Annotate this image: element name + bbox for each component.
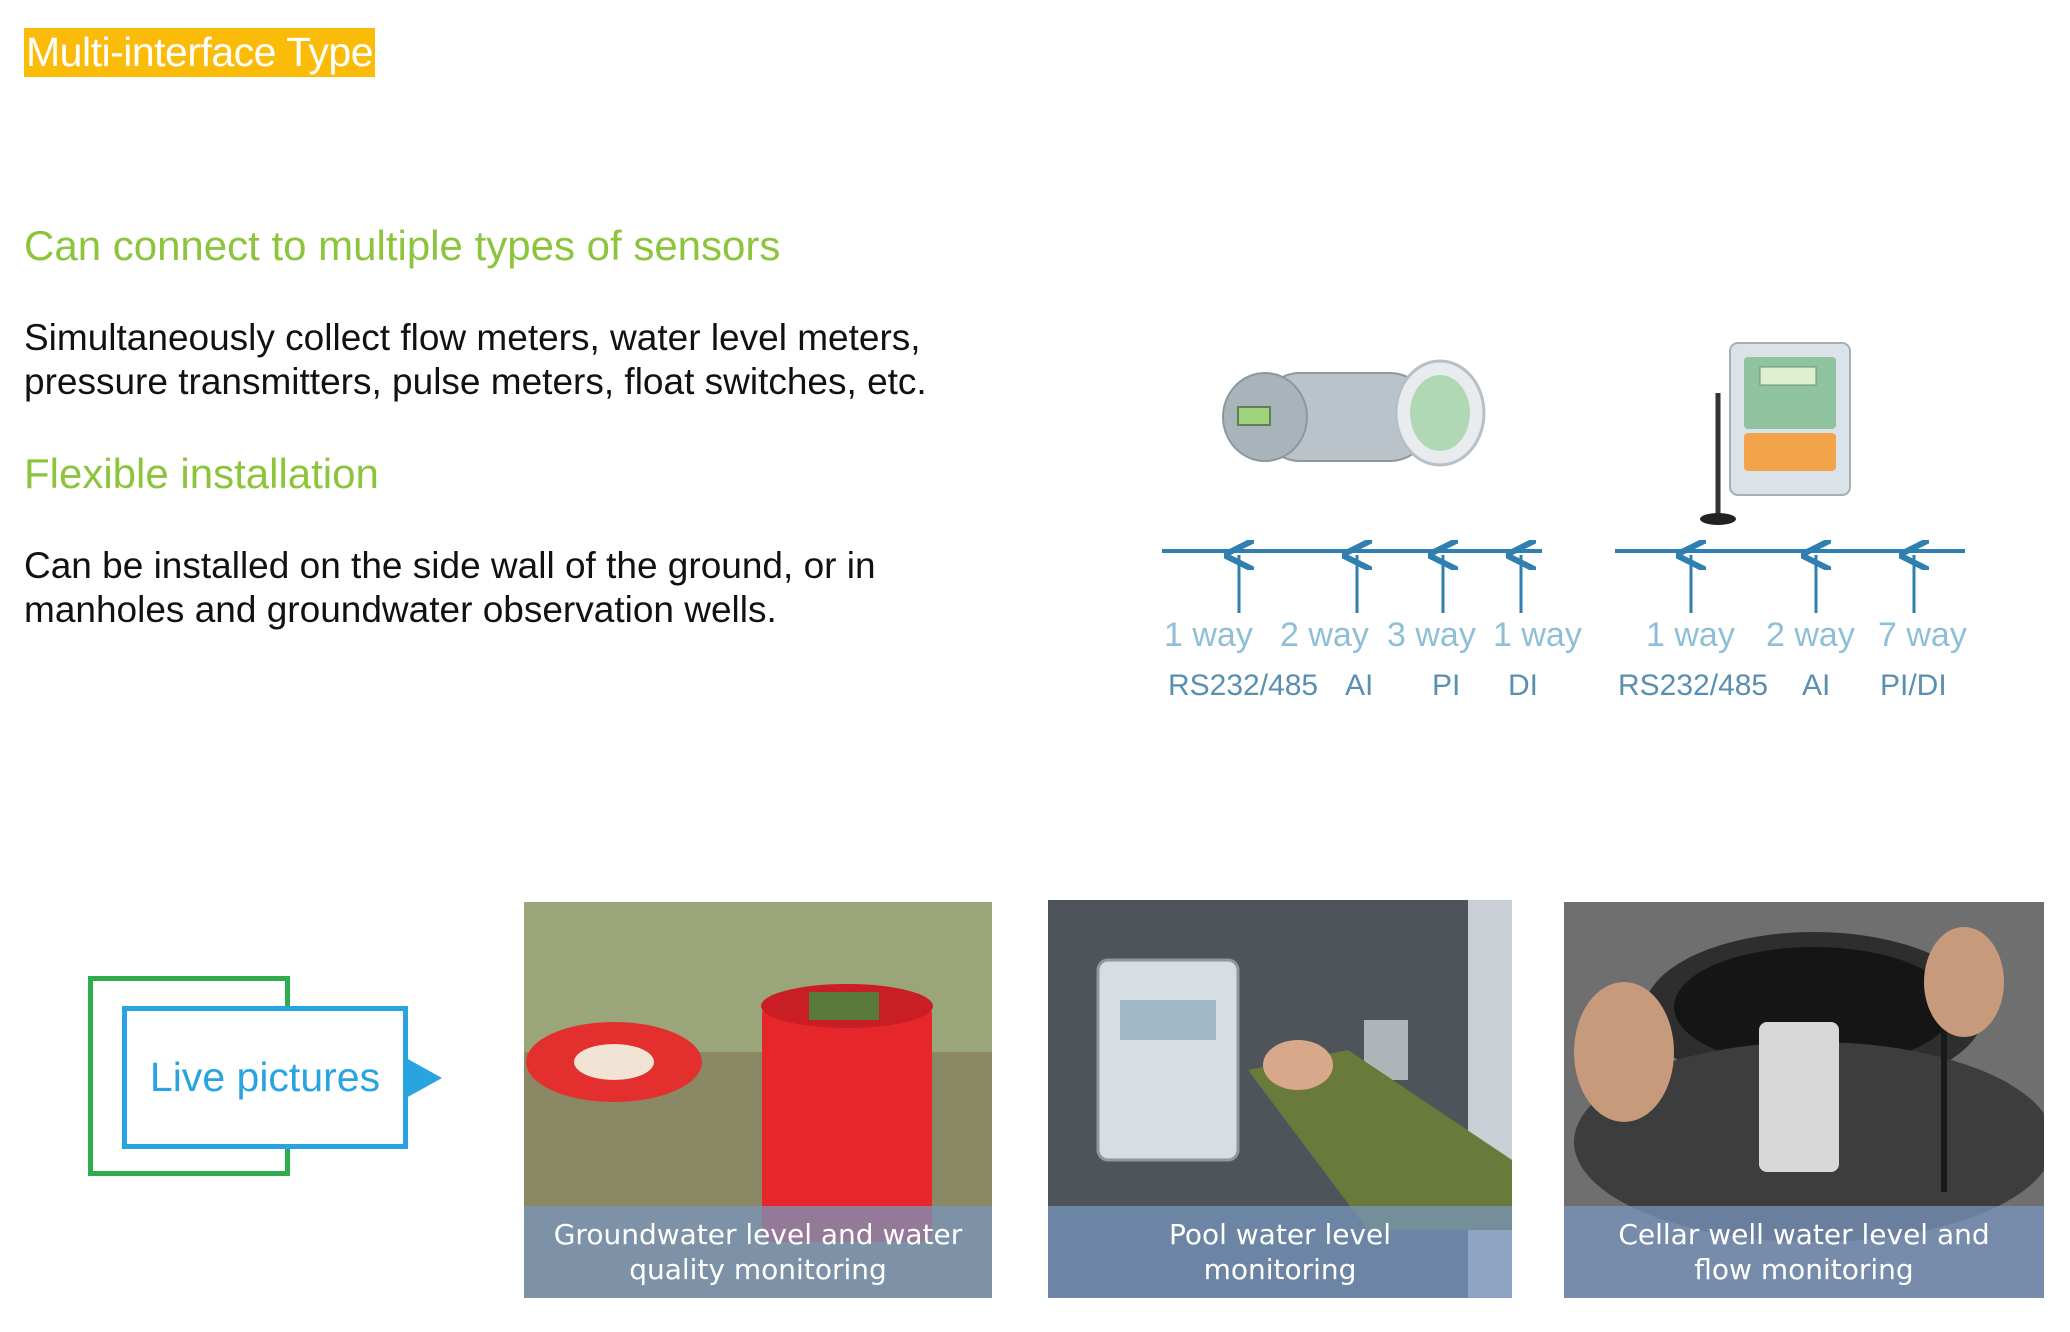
photo-caption: Cellar well water level and flow monitor…: [1564, 1206, 2044, 1298]
caption-line: flow monitoring: [1694, 1253, 1914, 1286]
interface-type-label: PI/DI: [1880, 669, 1947, 702]
interface-type-label: RS232/485: [1168, 669, 1318, 702]
page-title: Multi-interface Type: [24, 28, 376, 77]
channel-count-label: 2 way: [1766, 616, 1855, 654]
interface-diagram: 1 way 2 way 3 way 1 way RS232/485 AI PI …: [1150, 283, 1980, 723]
photo-groundwater: Groundwater level and water quality moni…: [524, 902, 992, 1298]
photo-cellar-well: Cellar well water level and flow monitor…: [1564, 902, 2044, 1298]
caption-line: Pool water level: [1168, 1218, 1392, 1251]
caption-line: Cellar well water level and: [1618, 1218, 1990, 1251]
section-body-sensors: Simultaneously collect flow meters, wate…: [24, 316, 1104, 404]
live-pictures-frame-front: [122, 1006, 408, 1149]
channel-count-label: 1 way: [1493, 616, 1582, 654]
body-line: Can be installed on the side wall of the…: [24, 545, 876, 586]
section-heading-installation: Flexible installation: [24, 450, 379, 497]
interface-type-label: AI: [1802, 669, 1830, 702]
channel-count-label: 3 way: [1387, 616, 1476, 654]
cylinder-rtu-image: [1222, 359, 1486, 467]
channel-count-label: 1 way: [1164, 616, 1253, 654]
caption-line: Groundwater level and water: [553, 1218, 963, 1251]
interface-type-label: DI: [1508, 669, 1538, 702]
body-line: Simultaneously collect flow meters, wate…: [24, 317, 921, 358]
channel-count-label: 1 way: [1646, 616, 1735, 654]
section-body-installation: Can be installed on the side wall of the…: [24, 544, 1104, 632]
body-line: manholes and groundwater observation wel…: [24, 589, 777, 630]
photo-cellar-well-image: [1564, 902, 2044, 1298]
channel-count-label: 7 way: [1878, 616, 1967, 654]
channel-count-label: 2 way: [1280, 616, 1369, 654]
caption-line: quality monitoring: [629, 1253, 887, 1286]
photo-pool: Pool water level monitoring: [1048, 900, 1512, 1298]
live-pictures-label: Live pictures: [149, 1054, 381, 1100]
interface-diagram-graphic: 1 way 2 way 3 way 1 way RS232/485 AI PI …: [1162, 342, 1967, 702]
photo-caption: Groundwater level and water quality moni…: [524, 1206, 992, 1298]
photo-caption: Pool water level monitoring: [1048, 1206, 1512, 1298]
interface-type-label: AI: [1345, 669, 1373, 702]
section-heading-sensors: Can connect to multiple types of sensors: [24, 222, 781, 269]
interface-type-label: RS232/485: [1618, 669, 1768, 702]
interface-type-label: PI: [1432, 669, 1460, 702]
box-rtu-image: [1700, 342, 1851, 525]
pointer-arrow-icon: [406, 1058, 442, 1098]
body-line: pressure transmitters, pulse meters, flo…: [24, 361, 927, 402]
caption-line: monitoring: [1203, 1253, 1357, 1286]
